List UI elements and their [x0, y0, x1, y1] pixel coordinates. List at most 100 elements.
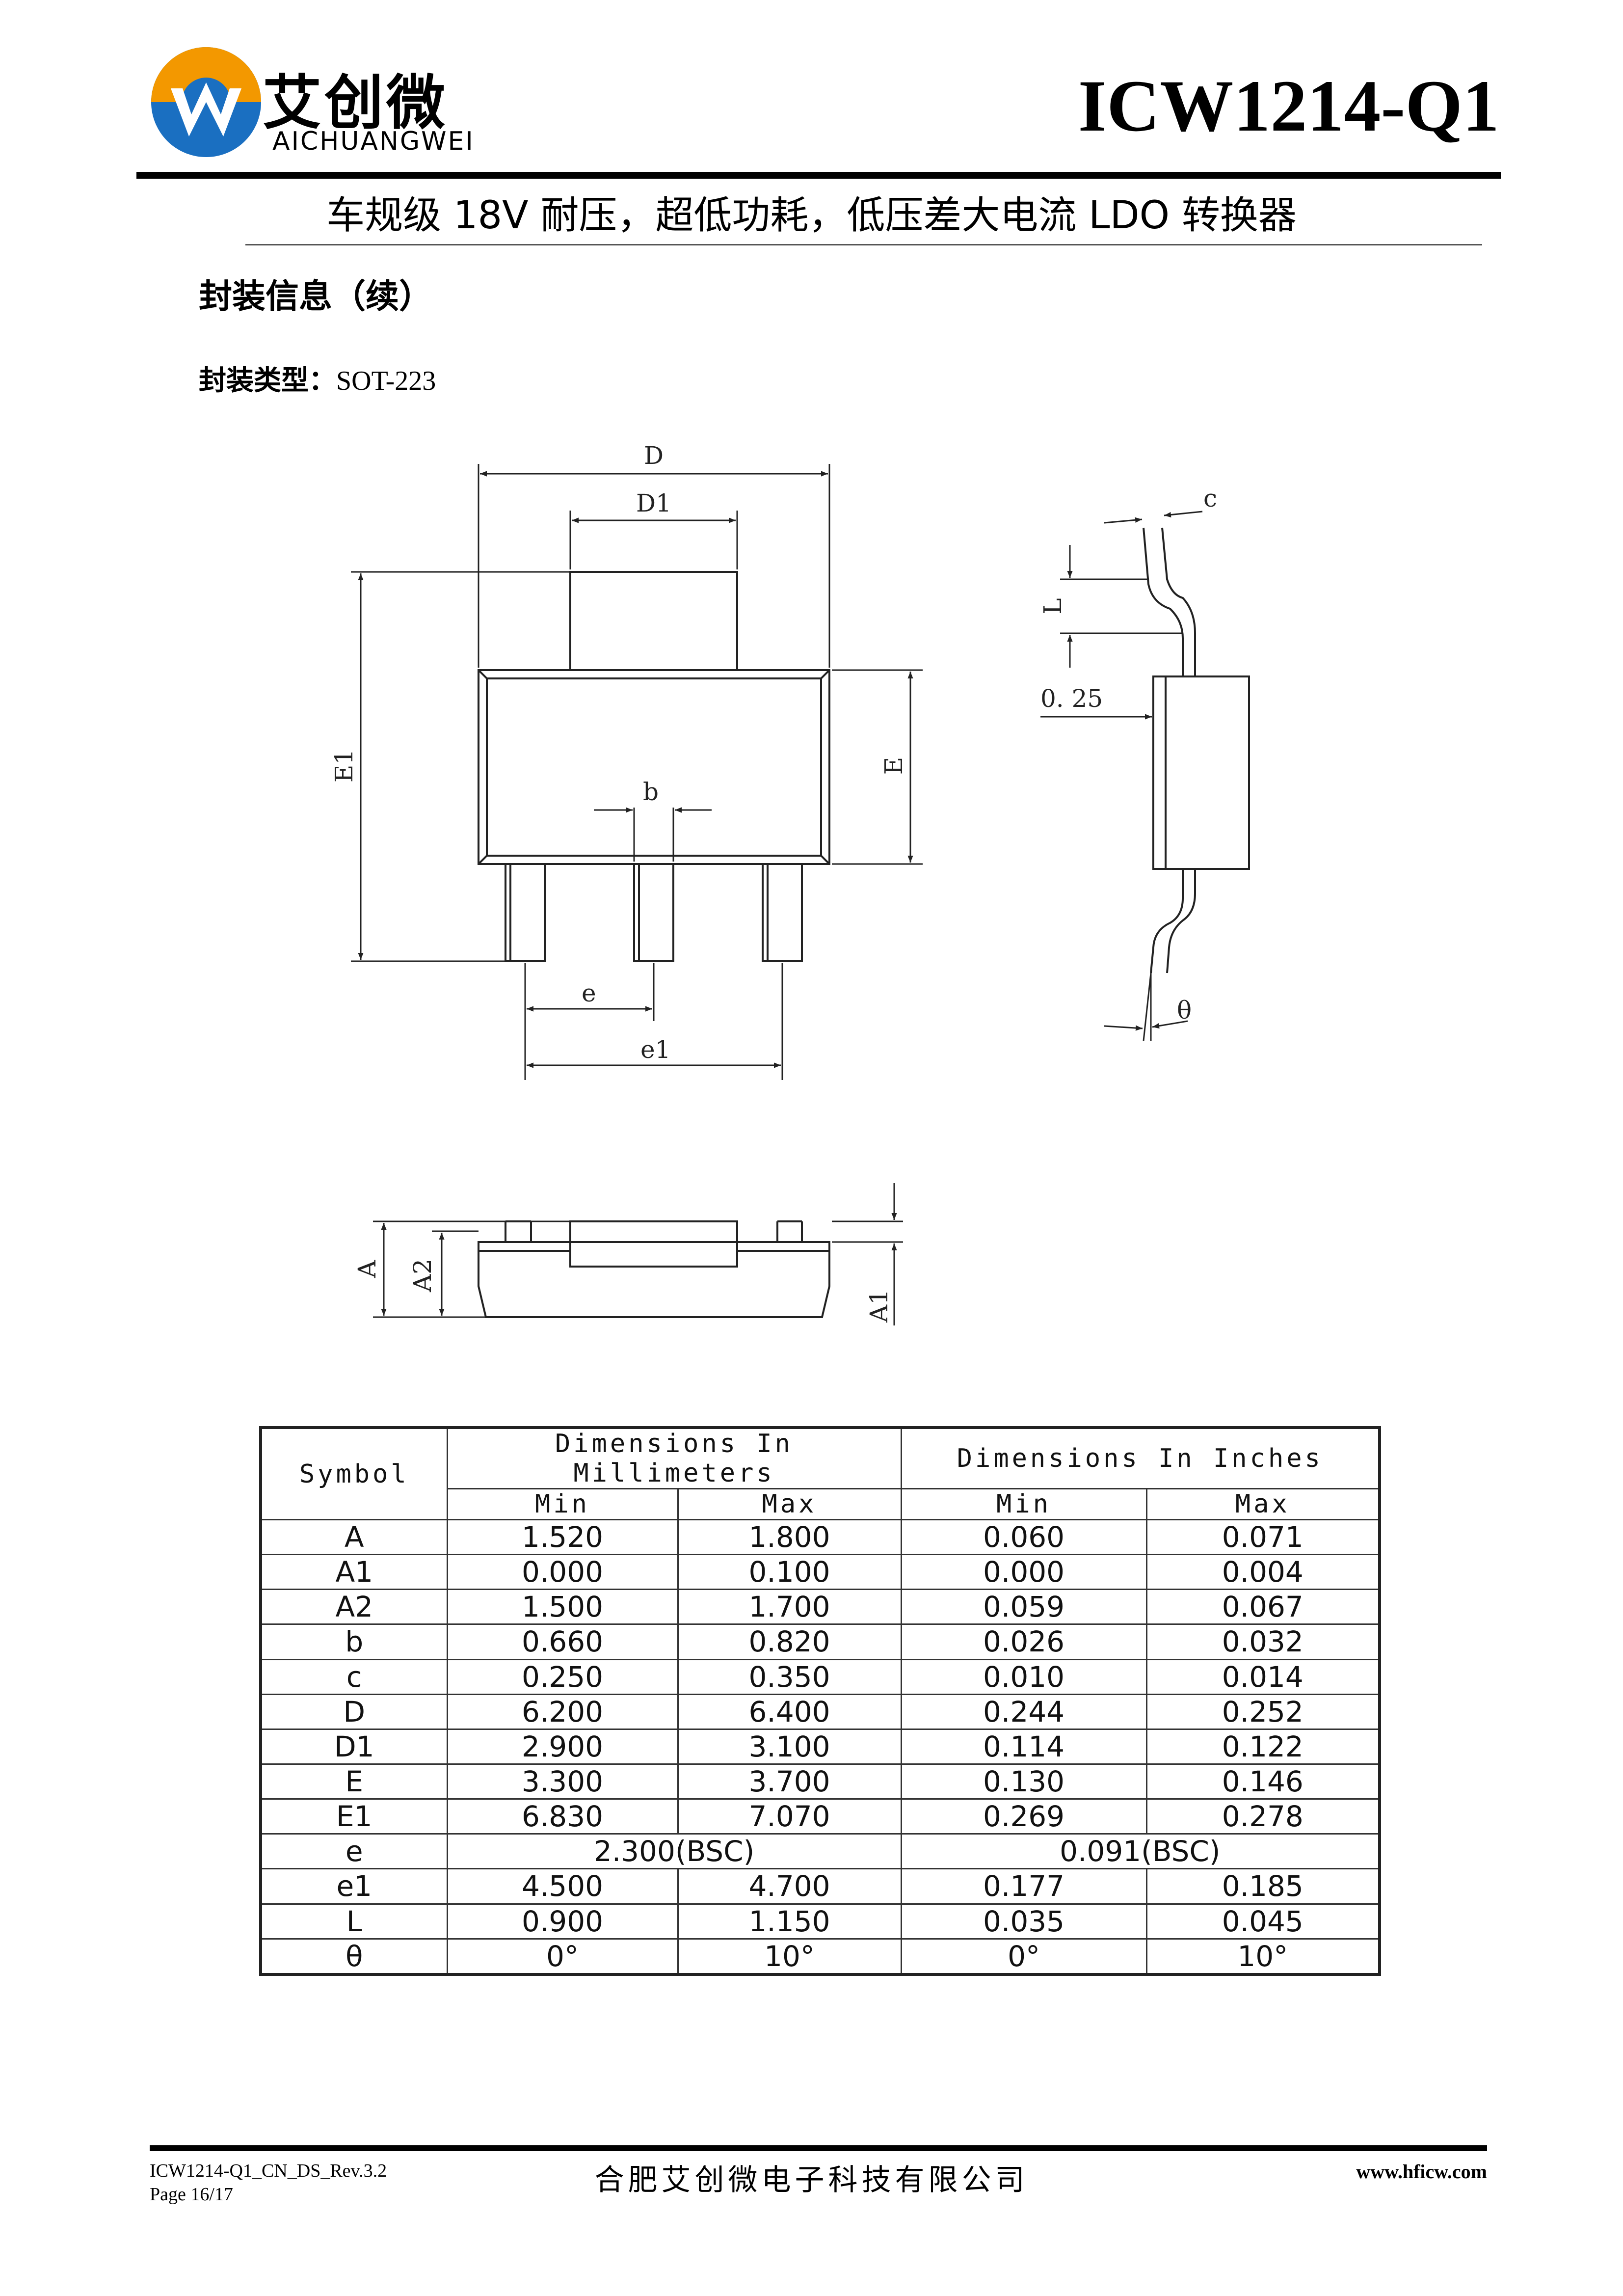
- front-view-body: [478, 1241, 830, 1318]
- mm-min-cell: 1.500: [446, 1589, 679, 1625]
- symbol-cell: D: [260, 1693, 448, 1730]
- in-min-header: Min: [900, 1488, 1147, 1520]
- mm-min-cell: 0.660: [446, 1623, 679, 1660]
- footer-doc-info: ICW1214-Q1_CN_DS_Rev.3.2 Page 16/17: [150, 2159, 387, 2206]
- mm-min-cell: 4.500: [446, 1868, 679, 1905]
- in-max-cell: 0.252: [1145, 1693, 1381, 1730]
- symbol-cell: E: [260, 1763, 448, 1800]
- table-subheader-row: Min Max Min Max: [261, 1488, 1381, 1520]
- in-min-cell: 0.244: [900, 1693, 1147, 1730]
- mm-min-cell: 0.900: [446, 1903, 679, 1940]
- in-bsc-cell: 0.091(BSC): [900, 1833, 1381, 1870]
- dim-label-A: A: [353, 1260, 381, 1278]
- company-name: 合肥艾创微电子科技有限公司: [594, 2163, 1029, 2197]
- in-max-cell: 0.067: [1145, 1589, 1381, 1625]
- website-link[interactable]: www.hficw.com: [1356, 2161, 1487, 2183]
- in-min-cell: 0.130: [900, 1763, 1147, 1800]
- in-max-cell: 0.278: [1145, 1798, 1381, 1835]
- in-max-cell: 0.071: [1145, 1518, 1381, 1556]
- dim-label-E: E: [879, 757, 908, 775]
- table-header-row: Symbol Dimensions In Millimeters Dimensi…: [260, 1427, 1381, 1520]
- mm-min-cell: 3.300: [446, 1763, 679, 1800]
- subtitle-rule: [245, 244, 1482, 245]
- company-logo-icon: [151, 47, 261, 157]
- symbol-cell: b: [260, 1623, 448, 1660]
- package-type: 封装类型：SOT-223: [199, 358, 436, 398]
- in-max-cell: 0.045: [1145, 1903, 1381, 1940]
- in-max-cell: 0.032: [1145, 1623, 1381, 1660]
- logo-chinese-name: 艾创微: [263, 69, 448, 137]
- in-max-cell: 0.146: [1145, 1763, 1381, 1800]
- mm-max-cell: 7.070: [677, 1798, 902, 1835]
- in-min-cell: 0.026: [900, 1623, 1147, 1660]
- mm-max-cell: 0.100: [677, 1554, 902, 1591]
- mm-min-cell: 2.900: [446, 1728, 679, 1765]
- in-min-cell: 0.177: [900, 1868, 1147, 1905]
- in-min-cell: 0.010: [900, 1658, 1147, 1695]
- mm-min-header: Min: [446, 1488, 679, 1520]
- in-max-cell: 10°: [1145, 1938, 1381, 1975]
- in-min-cell: 0.059: [900, 1589, 1147, 1625]
- mm-min-cell: 1.520: [446, 1518, 679, 1556]
- page-number: Page 16/17: [150, 2184, 233, 2205]
- symbol-cell: e1: [260, 1868, 448, 1905]
- mm-max-cell: 1.800: [677, 1518, 902, 1556]
- mm-max-cell: 0.350: [677, 1658, 902, 1695]
- in-min-cell: 0°: [900, 1938, 1147, 1975]
- dimensions-table: Symbol Dimensions In Millimeters Dimensi…: [259, 1426, 1382, 1976]
- mm-max-cell: 6.400: [677, 1693, 902, 1730]
- symbol-cell: L: [260, 1903, 448, 1940]
- top-view-tab: [569, 571, 738, 671]
- dim-label-L: L: [1038, 598, 1067, 614]
- dim-label-e1: e1: [640, 1035, 670, 1064]
- symbol-cell: A: [260, 1518, 448, 1556]
- mm-max-cell: 3.700: [677, 1763, 902, 1800]
- logo-english-name: AICHUANGWEI: [272, 127, 475, 156]
- mm-max-cell: 0.820: [677, 1623, 902, 1660]
- millimeters-header: Dimensions In Millimeters: [446, 1427, 902, 1489]
- footer-rule: [150, 2145, 1487, 2151]
- mm-min-cell: 0.000: [446, 1554, 679, 1591]
- mm-max-cell: 3.100: [677, 1728, 902, 1765]
- mm-max-cell: 1.150: [677, 1903, 902, 1940]
- section-title: 封装信息（续）: [199, 277, 433, 316]
- symbol-cell: A1: [260, 1554, 448, 1591]
- package-type-value: SOT-223: [336, 366, 436, 396]
- in-max-cell: 0.185: [1145, 1868, 1381, 1905]
- lead-2: [633, 863, 674, 962]
- dim-label-A2: A2: [408, 1259, 437, 1293]
- dim-label-e: e: [582, 979, 596, 1007]
- symbol-cell: E1: [260, 1798, 448, 1835]
- symbol-cell: e: [260, 1833, 448, 1870]
- package-type-label: 封装类型：: [199, 364, 336, 397]
- dim-label-b: b: [643, 778, 659, 806]
- dim-label-E1: E1: [330, 749, 358, 783]
- document-id: ICW1214-Q1_CN_DS_Rev.3.2: [150, 2161, 387, 2181]
- in-max-header: Max: [1145, 1488, 1381, 1520]
- in-min-cell: 0.060: [900, 1518, 1147, 1556]
- lead-3: [762, 863, 803, 962]
- in-min-cell: 0.000: [900, 1554, 1147, 1591]
- in-min-cell: 0.114: [900, 1728, 1147, 1765]
- symbol-header: Symbol: [260, 1427, 448, 1520]
- dim-label-lead-gap: 0. 25: [1040, 684, 1103, 713]
- inches-header: Dimensions In Inches: [900, 1427, 1381, 1489]
- dim-label-D: D: [644, 441, 664, 470]
- dim-label-D1: D1: [636, 489, 671, 517]
- package-outline-drawing: D D1 E1 E b e e1 c L 0. 25 θ A A2 A1: [330, 441, 1250, 1325]
- document-subtitle: 车规级 18V 耐压，超低功耗，低压差大电流 LDO 转换器: [326, 193, 1297, 238]
- dim-label-theta: θ: [1177, 996, 1192, 1025]
- mm-max-cell: 1.700: [677, 1589, 902, 1625]
